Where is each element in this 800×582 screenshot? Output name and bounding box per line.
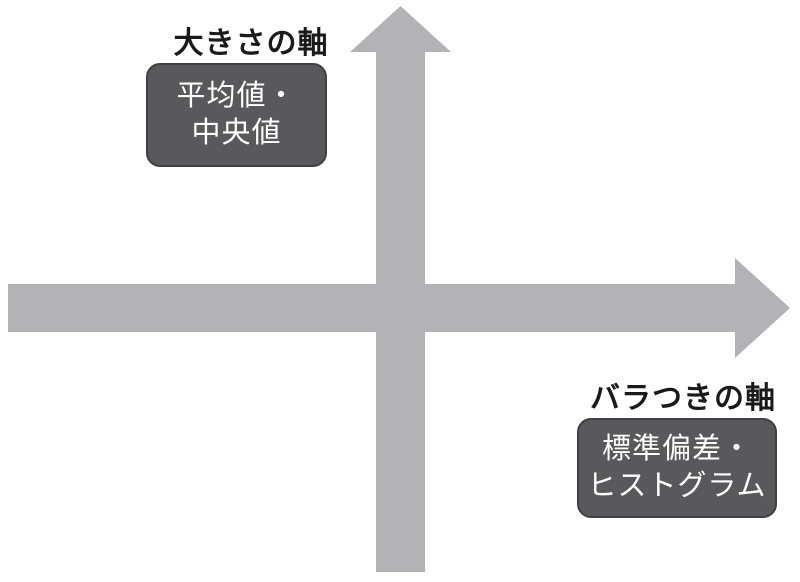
vertical-axis-title: 大きさの軸 <box>173 27 329 60</box>
vertical-axis-label-line1: 平均値・ <box>176 80 297 112</box>
horizontal-axis-arrow <box>8 258 790 358</box>
horizontal-axis-title: バラつきの軸 <box>590 382 776 415</box>
horizontal-axis-label-line2: ヒストグラム <box>587 470 767 502</box>
vertical-axis-label-line2: 中央値 <box>191 117 282 149</box>
vertical-axis-label-box: 平均値・ 中央値 <box>146 63 327 167</box>
horizontal-axis-label-box: 標準偏差・ ヒストグラム <box>577 418 777 518</box>
horizontal-axis-label-line1: 標準偏差・ <box>601 433 752 465</box>
